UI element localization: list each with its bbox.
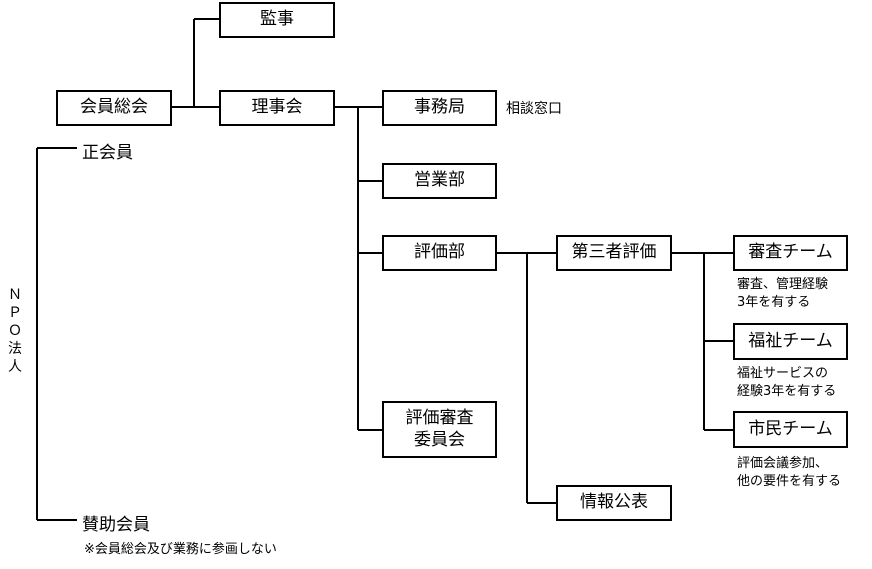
review-team-box: 審査チーム <box>733 235 848 271</box>
welfare-team-note-line2: 経験3年を有する <box>737 383 837 399</box>
general-assembly-label: 会員総会 <box>80 97 148 118</box>
general-assembly-box: 会員総会 <box>56 90 172 126</box>
evaluation-dept-box: 評価部 <box>382 235 497 271</box>
citizen-team-note: 評価会議参加、 他の要件を有する <box>737 455 841 490</box>
citizen-team-note-line1: 評価会議参加、 <box>737 456 829 471</box>
welfare-team-box: 福祉チーム <box>733 323 848 360</box>
npo-char: Ｐ <box>8 305 22 321</box>
info-disclosure-box: 情報公表 <box>556 485 672 521</box>
welfare-team-label: 福祉チーム <box>748 330 833 351</box>
kanji-label: 監事 <box>260 9 294 30</box>
evaluation-dept-label: 評価部 <box>414 242 465 263</box>
info-disclosure-label: 情報公表 <box>580 492 648 513</box>
review-committee-label-line2: 委員会 <box>414 429 465 450</box>
regular-member-label: 正会員 <box>82 143 133 163</box>
supporting-member-label: 賛助会員 <box>82 515 150 535</box>
citizen-team-note-line2: 他の要件を有する <box>737 473 842 489</box>
supporting-member-note: ※会員総会及び業務に参画しない <box>84 542 277 557</box>
citizen-team-label: 市民チーム <box>748 418 833 439</box>
third-party-evaluation-label: 第三者評価 <box>571 242 657 263</box>
review-team-label: 審査チーム <box>748 242 833 263</box>
third-party-evaluation-box: 第三者評価 <box>556 235 672 271</box>
review-committee-label-line1: 評価審査 <box>405 408 474 429</box>
sales-dept-box: 営業部 <box>382 163 497 199</box>
review-team-note-line1: 審査、管理経験 <box>737 277 829 292</box>
sales-dept-label: 営業部 <box>414 170 465 191</box>
welfare-team-note-line1: 福祉サービスの <box>737 366 829 381</box>
review-team-note-line2: 3年を有する <box>737 294 811 310</box>
welfare-team-note: 福祉サービスの 経験3年を有する <box>737 365 836 400</box>
secretariat-label: 事務局 <box>414 97 465 118</box>
consultation-window-label: 相談窓口 <box>506 101 562 117</box>
npo-char: 人 <box>8 359 22 375</box>
npo-char: Ｏ <box>8 323 22 339</box>
review-committee-box: 評価審査 委員会 <box>382 401 497 458</box>
secretariat-box: 事務局 <box>382 90 497 126</box>
npo-char: 法 <box>8 341 22 357</box>
board-box: 理事会 <box>219 90 335 126</box>
npo-char: Ｎ <box>8 287 22 303</box>
kanji-box: 監事 <box>219 2 335 38</box>
npo-corporation-vertical-label: Ｎ Ｐ Ｏ 法 人 <box>6 286 24 376</box>
citizen-team-box: 市民チーム <box>733 411 848 448</box>
review-team-note: 審査、管理経験 3年を有する <box>737 276 828 311</box>
board-label: 理事会 <box>251 97 303 118</box>
